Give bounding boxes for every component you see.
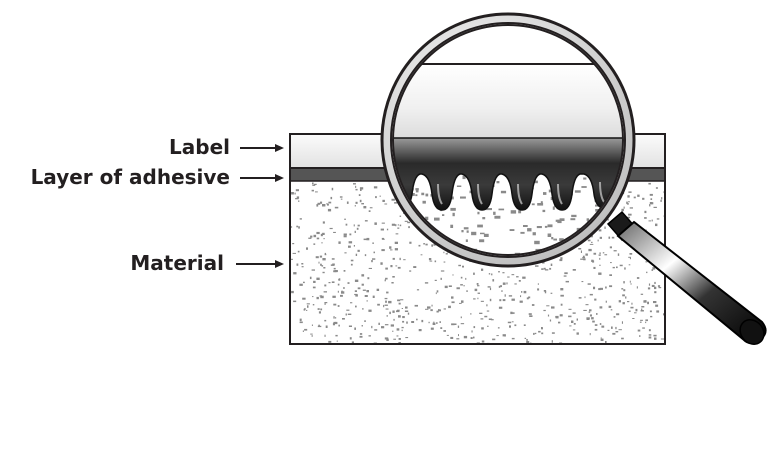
arrow-icon bbox=[275, 260, 284, 268]
label-text: Label bbox=[169, 135, 230, 159]
magnifier-handle bbox=[606, 210, 767, 345]
material-text: Material bbox=[130, 251, 224, 275]
magnified-view bbox=[393, 25, 623, 255]
callout-adhesive: Layer of adhesive bbox=[31, 165, 284, 189]
magnified-adhesive bbox=[393, 137, 623, 211]
arrow-icon bbox=[275, 174, 284, 182]
arrow-icon bbox=[275, 144, 284, 152]
adhesive-text: Layer of adhesive bbox=[31, 165, 230, 189]
magnifying-glass-icon bbox=[380, 12, 767, 345]
callout-material: Material bbox=[130, 251, 284, 275]
callout-label: Label bbox=[169, 135, 284, 159]
